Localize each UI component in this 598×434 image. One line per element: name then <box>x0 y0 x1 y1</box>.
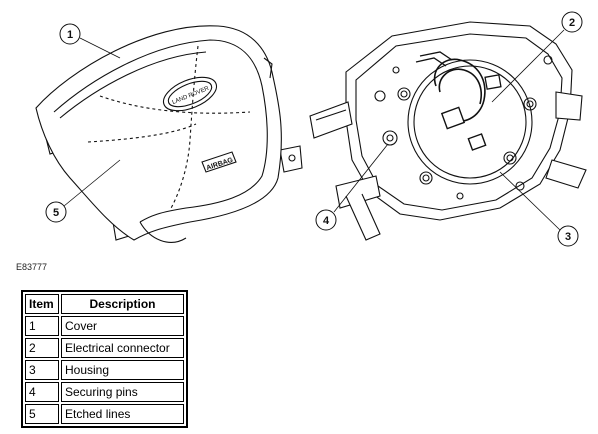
callout-label: 3 <box>565 231 571 243</box>
callout-4: 4 <box>315 143 389 231</box>
header-description: Description <box>61 294 184 314</box>
callout-label: 4 <box>323 215 330 227</box>
table-row: 4 Securing pins <box>25 382 184 402</box>
row-description: Electrical connector <box>61 338 184 358</box>
row-description: Securing pins <box>61 382 184 402</box>
row-description: Housing <box>61 360 184 380</box>
table-row: 3 Housing <box>25 360 184 380</box>
header-item: Item <box>25 294 59 314</box>
callout-3: 3 <box>499 171 579 247</box>
row-description: Etched lines <box>61 404 184 424</box>
callout-2: 2 <box>491 11 583 103</box>
callout-label: 2 <box>569 17 575 29</box>
callout-1: 1 <box>59 23 121 59</box>
callout-5: 5 <box>45 159 121 223</box>
callout-label: 1 <box>67 29 73 41</box>
row-description: Cover <box>61 316 184 336</box>
row-item: 2 <box>25 338 59 358</box>
table-row: 2 Electrical connector <box>25 338 184 358</box>
row-item: 4 <box>25 382 59 402</box>
legend-header-row: Item Description <box>25 294 184 314</box>
row-item: 1 <box>25 316 59 336</box>
legend-table: Item Description 1 Cover 2 Electrical co… <box>21 290 188 428</box>
callout-label: 5 <box>53 207 59 219</box>
row-item: 3 <box>25 360 59 380</box>
row-item: 5 <box>25 404 59 424</box>
figure-id: E83777 <box>16 262 48 272</box>
table-row: 5 Etched lines <box>25 404 184 424</box>
table-row: 1 Cover <box>25 316 184 336</box>
airbag-housing <box>309 21 587 241</box>
airbag-cover <box>35 25 303 243</box>
